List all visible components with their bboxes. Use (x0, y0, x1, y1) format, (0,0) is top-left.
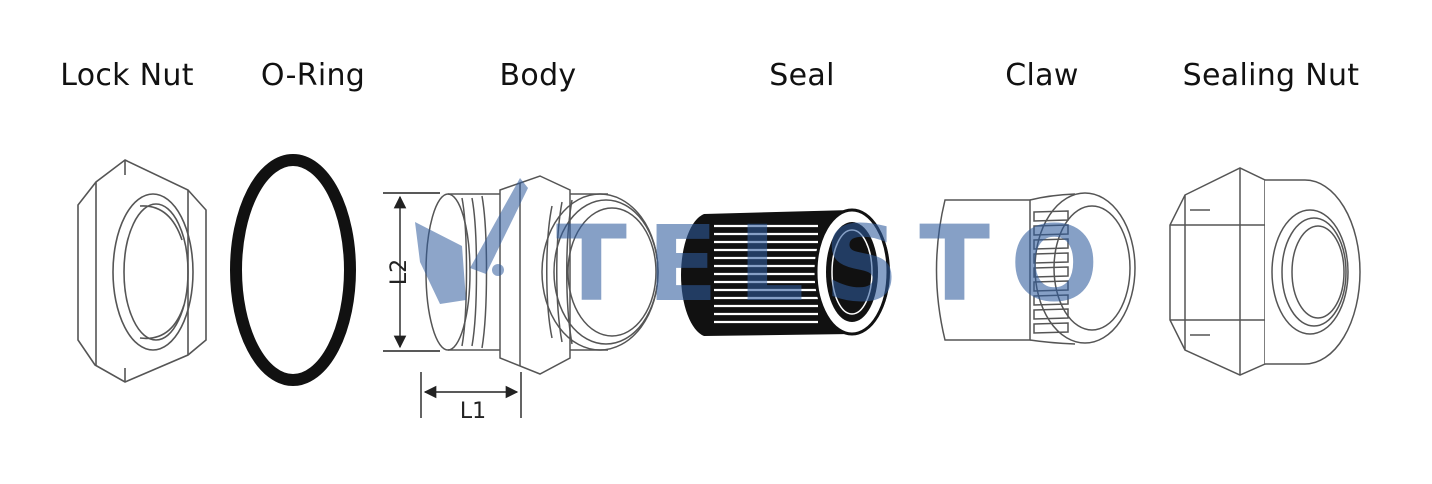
watermark-text: TELSTO (556, 203, 1119, 325)
watermark: TELSTO (415, 178, 1119, 325)
label-body: Body (499, 58, 577, 93)
label-lock-nut: Lock Nut (60, 58, 194, 93)
label-claw: Claw (1005, 58, 1079, 93)
claw-drawing (935, 192, 1136, 345)
dimension-l1-label: L1 (460, 399, 486, 424)
dimension-l2-label: L2 (387, 259, 412, 285)
label-seal: Seal (769, 58, 835, 93)
dimension-l2 (383, 192, 440, 352)
lock-nut-drawing (77, 159, 207, 383)
label-o-ring: O-Ring (260, 58, 366, 93)
seal-drawing (681, 208, 890, 336)
sealing-nut-drawing (1169, 167, 1361, 376)
label-sealing-nut: Sealing Nut (1182, 58, 1360, 93)
dimension-l1 (420, 372, 522, 418)
o-ring-drawing (230, 154, 356, 386)
